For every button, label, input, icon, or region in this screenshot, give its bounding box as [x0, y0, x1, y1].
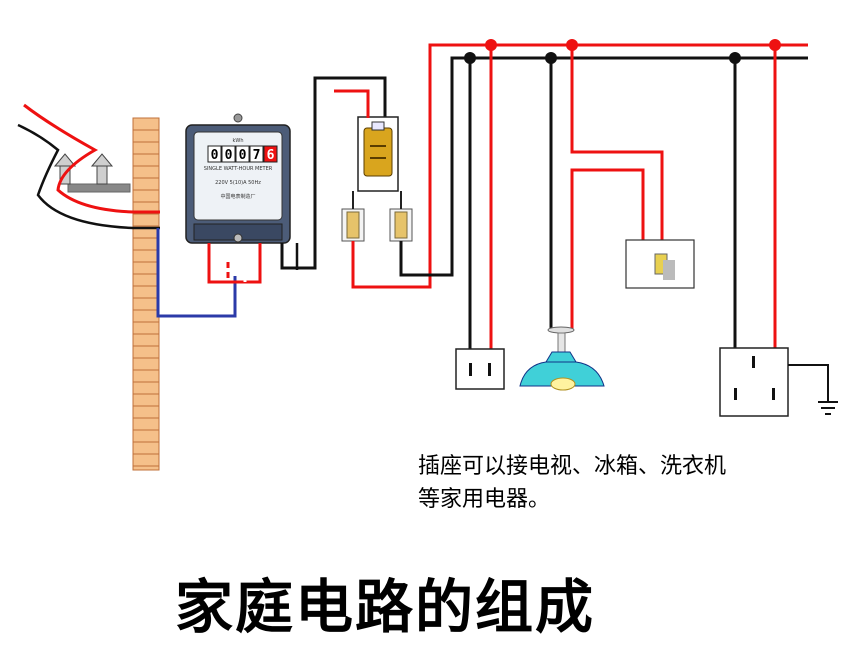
caption-line-1: 插座可以接电视、冰箱、洗衣机	[418, 454, 727, 479]
meter-digit: 0	[225, 148, 233, 163]
return-wire	[156, 228, 237, 318]
two-pin-outlet	[455, 348, 505, 390]
meter-digit: 6	[267, 148, 275, 163]
meter-digit-box	[249, 145, 264, 163]
meter-terminal-wires	[207, 76, 387, 284]
meter-digit: 0	[211, 148, 219, 163]
insulator-right-icon	[90, 153, 114, 185]
page-title: 家庭电路的组成	[174, 573, 595, 641]
three-pin-outlet	[719, 347, 789, 417]
meter-digit: 0	[239, 148, 247, 163]
meter-live-loop	[207, 243, 262, 284]
incoming-live-wire	[23, 103, 160, 214]
brick-wall	[132, 117, 160, 471]
meter-label-line2: 220V 5(10)A 50Hz	[215, 180, 261, 186]
meter-to-switch-neutral	[280, 76, 387, 270]
junction-dots	[464, 39, 781, 64]
meter-digit: 7	[253, 148, 261, 163]
fuse-left	[341, 208, 365, 242]
neutral-bus	[399, 56, 808, 277]
meter-digit-box	[207, 145, 222, 163]
meter-label-line3: 中国电表制造厂	[220, 193, 255, 200]
light-switch	[625, 239, 695, 289]
meter-label-line1: SINGLE WATT-HOUR METER	[204, 166, 273, 172]
incoming-neutral-wire	[17, 123, 160, 230]
main-knife-switch	[357, 116, 399, 192]
fuse-right	[389, 208, 413, 242]
ground-symbol-icon	[818, 401, 838, 415]
service-entrance	[17, 103, 160, 230]
caption-line-2: 等家用电器。	[418, 487, 551, 512]
meter-seal-screw-icon	[233, 233, 243, 243]
insulator-bracket	[67, 183, 131, 193]
meter-digit-box	[221, 145, 236, 163]
meter-header-text: kWh	[232, 138, 243, 144]
caption: 插座可以接电视、冰箱、洗衣机 等家用电器。	[418, 450, 848, 516]
live-bus	[351, 43, 808, 289]
ceiling-lamp-icon	[519, 326, 605, 391]
insulator-left-icon	[53, 153, 77, 185]
meter-digit-box	[235, 145, 250, 163]
meter-digit-box	[263, 145, 278, 163]
